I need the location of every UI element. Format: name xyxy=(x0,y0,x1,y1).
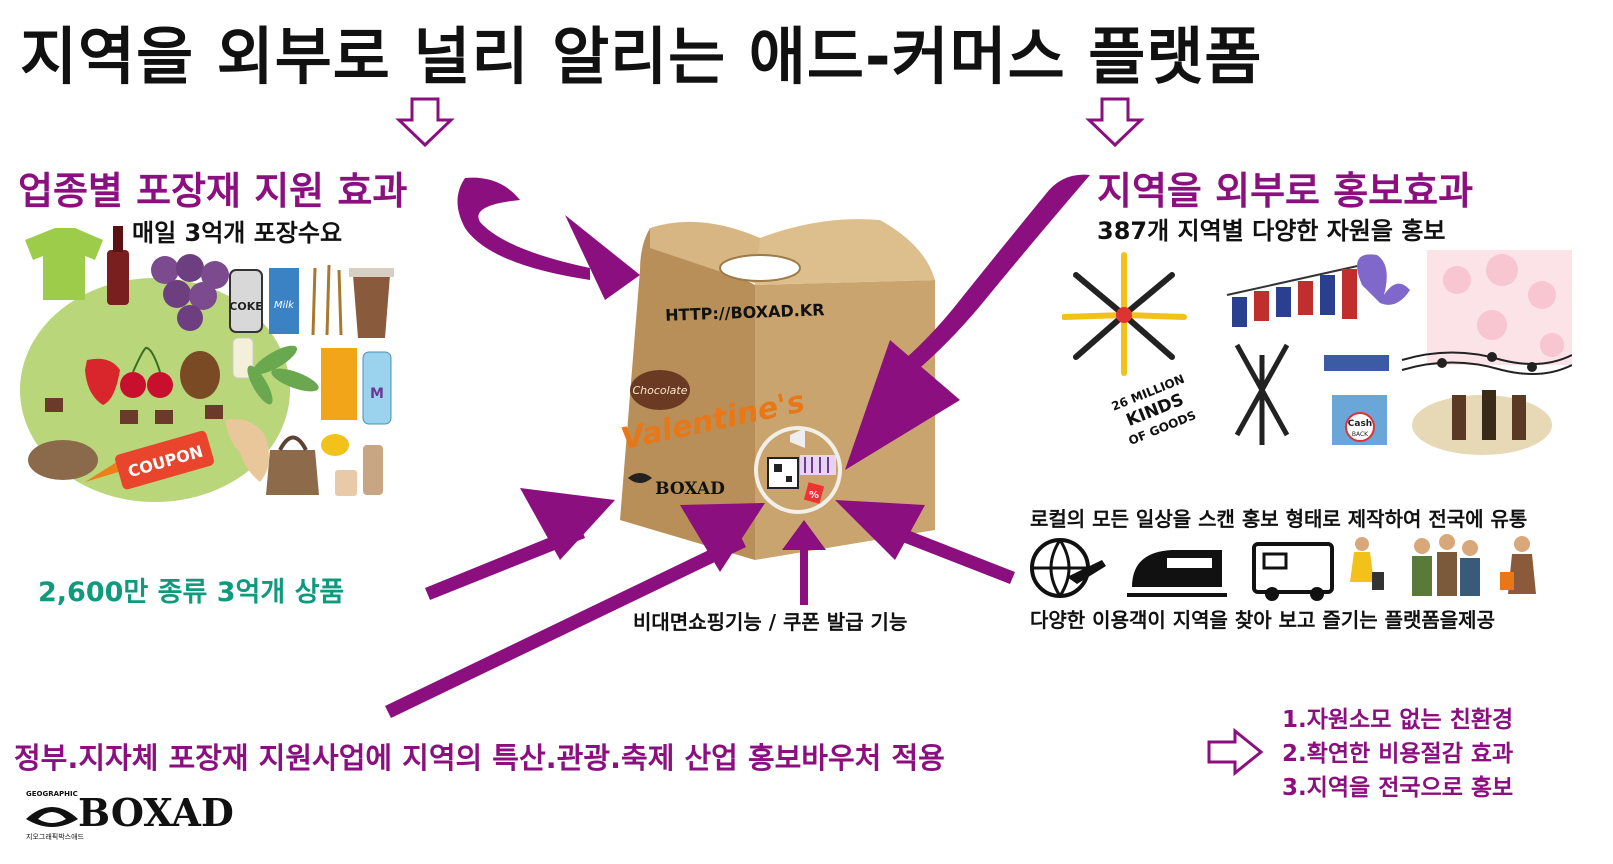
center-caption: 비대면쇼핑기능 / 쿠폰 발급 기능 xyxy=(633,610,908,634)
coke-jar-icon xyxy=(229,269,263,333)
box-handle-hole xyxy=(719,254,801,282)
left-heading: 업종별 포장재 지원 효과 xyxy=(18,169,408,213)
chocolate-splash-icon xyxy=(630,370,690,410)
tshirt-icon xyxy=(25,228,103,300)
tourist-group-icon xyxy=(1412,534,1480,596)
arrow-right-middle xyxy=(877,520,1015,584)
fireworks-icon xyxy=(1062,252,1187,376)
page-title: 지역을 외부로 널리 알리는 애드-커머스 플랫폼 xyxy=(20,20,1263,93)
footer-logo: GEOGRAPHIC BOXAD 지오그래픽박스애드 xyxy=(22,790,242,850)
butterfly-icon xyxy=(1357,254,1410,305)
left-stat: 2,600만 종류 3억개 상품 xyxy=(38,577,345,608)
traveler-icon xyxy=(1350,537,1384,590)
arrow-top-right-head xyxy=(845,340,960,470)
down-arrow-icon-right xyxy=(1085,97,1145,148)
kiosk-awning xyxy=(1324,355,1389,371)
purple-arrows xyxy=(385,174,1090,718)
right-subheading: 387개 지역별 다양한 자원을 홍보 xyxy=(1097,217,1446,245)
snack-bag-icon xyxy=(321,348,357,420)
footer-logo-brand: BOXAD xyxy=(78,790,234,835)
arrow-right-middle-head xyxy=(835,500,925,560)
arrow-top-left-head xyxy=(565,215,640,300)
box-logo-icon xyxy=(628,473,652,483)
benefit-item-2: 2.확연한 비용절감 효과 xyxy=(1282,741,1514,767)
arrow-bottom-long-head xyxy=(680,503,765,572)
transport-top-text: 로컬의 모든 일상을 스캔 홍보 형태로 제작하여 전국에 유통 xyxy=(1030,507,1528,531)
coffee-cup-icon xyxy=(353,275,390,338)
cupcakes-icon xyxy=(45,398,223,424)
milk-label: Milk xyxy=(274,300,295,311)
shopper-icon xyxy=(1500,536,1536,594)
cherry-icon xyxy=(120,346,173,398)
barrel-icon xyxy=(180,351,220,399)
transport-bottom-text: 다양한 이용객이 지역을 찾아 보고 즐기는 플랫폼을제공 xyxy=(1030,608,1495,632)
globe-plane-icon xyxy=(1030,538,1106,598)
arrow-top-left xyxy=(457,177,590,280)
right-heading: 지역을 외부로 홍보효과 xyxy=(1097,169,1474,213)
arrow-up-small xyxy=(800,545,808,605)
festival-collage: 26 MILLION KINDS OF GOODS Cash BACK xyxy=(1062,250,1572,455)
benefits-list: 1.자원소모 없는 친환경 2.확연한 비용절감 효과 3.지역을 전국으로 홍… xyxy=(1282,703,1513,805)
handbag-icon xyxy=(266,450,319,495)
strawberry-icon xyxy=(85,358,120,405)
transport-icons xyxy=(1030,534,1536,601)
bottom-statement: 정부.지자체 포장재 지원사업에 지역의 특산.관광.축제 산업 홍보바우처 적… xyxy=(14,741,945,775)
bunting-flags-icon xyxy=(1232,269,1357,327)
windmill-icon xyxy=(1234,343,1290,445)
box-brand: BOXAD xyxy=(655,479,725,499)
grapes-icon xyxy=(151,254,229,331)
juice-label: M xyxy=(370,386,384,402)
qr-code-icon xyxy=(767,457,799,489)
down-arrow-icon-left xyxy=(395,97,455,148)
wheat-icon xyxy=(311,264,343,336)
milk-carton-icon xyxy=(269,268,299,334)
juice-bottle-icon xyxy=(362,351,392,425)
chocolate-label: Chocolate xyxy=(632,384,687,397)
carrot-icon xyxy=(85,460,125,482)
scan-ring xyxy=(754,426,842,514)
train-icon xyxy=(1127,550,1227,597)
benefit-item-1: 1.자원소모 없는 친환경 xyxy=(1282,707,1514,733)
coke-label: COKE xyxy=(229,300,262,313)
cosmetics-icon xyxy=(335,445,383,496)
arrow-top-right xyxy=(880,174,1090,392)
boxad-logo-icon xyxy=(26,807,78,827)
camper-van-icon xyxy=(1252,542,1334,601)
footer-logo-small-top: GEOGRAPHIC xyxy=(26,790,78,798)
arrow-left-middle-head xyxy=(520,488,615,560)
product-collage: COKE Milk M COUPON xyxy=(20,226,394,502)
candy-icon xyxy=(321,434,349,456)
cashback-label-1: Cash xyxy=(1348,419,1372,429)
wine-bottle-icon xyxy=(107,250,129,305)
cashback-label-2: BACK xyxy=(1352,431,1369,438)
mushroom-icon xyxy=(28,440,98,480)
arrow-left-middle xyxy=(425,525,585,600)
footer-logo-small-bottom: 지오그래픽박스애드 xyxy=(26,833,84,841)
discount-label: % xyxy=(809,490,819,501)
cherry-blossom-icon xyxy=(1427,250,1572,365)
discount-tag-icon xyxy=(803,482,825,504)
right-arrow-icon xyxy=(1207,728,1264,776)
megaphone-icon xyxy=(790,428,805,448)
arrow-bottom-long xyxy=(385,535,746,718)
left-subheading: 매일 3억개 포장수요 xyxy=(132,219,343,247)
arrow-up-small-head xyxy=(782,520,826,550)
benefit-item-3: 3.지역을 전국으로 홍보 xyxy=(1282,775,1514,801)
music-band-icon xyxy=(1401,351,1572,455)
ginseng-root-icon xyxy=(225,419,269,482)
ginseng-leaves-icon xyxy=(247,345,319,405)
